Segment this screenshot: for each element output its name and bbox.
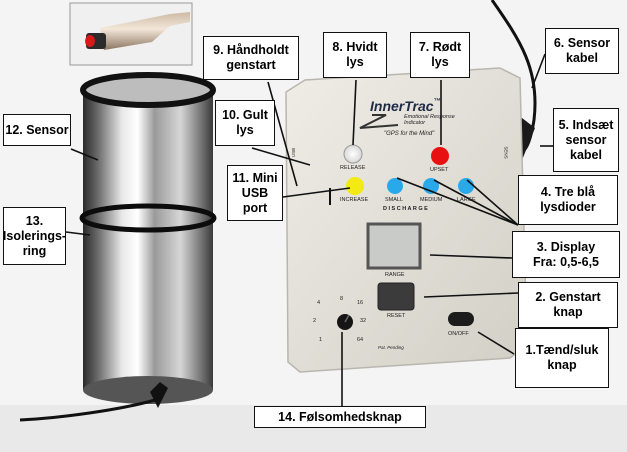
discharge-label: D I S C H A R G E — [383, 206, 428, 212]
on-off-switch[interactable] — [448, 312, 474, 326]
insulation-ring — [79, 203, 217, 233]
dial-number: 4 — [317, 300, 321, 306]
callout-reset-button: 2. Genstart knap — [518, 282, 618, 328]
callout-sensor-cable: 6. Sensor kabel — [545, 28, 619, 74]
release-label: RELEASE — [340, 165, 366, 171]
dial-number: 64 — [357, 337, 364, 343]
callout-sensor-cable-input: 5. Indsæt sensor kabel — [553, 108, 619, 172]
leader-lines — [65, 53, 553, 408]
callout-mini-usb-port: 11. Mini USB port — [227, 165, 283, 221]
callout-on-off-switch: 1.Tænd/sluk knap — [515, 328, 609, 388]
dial-number: 32 — [360, 318, 367, 324]
range-display — [366, 222, 422, 270]
blue-led-large — [458, 178, 474, 194]
callout-sensitivity-knob: 14. Følsomhedsknap — [254, 406, 426, 428]
usb-side-label: USB — [291, 147, 297, 158]
callout-handheld-restart: 9. Håndholdt genstart — [203, 36, 299, 80]
callout-display: 3. Display Fra: 0,5-6,5 — [512, 231, 620, 278]
onoff-label: ON/OFF — [448, 331, 469, 337]
handheld-restart-inset — [69, 2, 193, 66]
brand-logo: InnerTrac™ — [370, 98, 441, 114]
range-label: RANGE — [385, 272, 405, 278]
increase-label: INCREASE — [340, 197, 369, 203]
sensor-side-label: SENS — [503, 146, 509, 159]
white-led — [343, 144, 363, 164]
reset-button[interactable] — [377, 282, 415, 311]
sensor-cylinder — [19, 72, 217, 422]
upset-label: UPSET — [430, 167, 449, 173]
medium-label: MEDIUM — [420, 197, 443, 203]
large-label: LARGE — [457, 197, 476, 203]
patent-label: Pat. Pending — [378, 345, 404, 350]
dial-number: 2 — [313, 318, 317, 324]
callout-insulation-ring: 13. Isolerings- ring — [3, 207, 66, 265]
callout-white-light: 8. Hvidt lys — [323, 32, 387, 78]
callout-yellow-light: 10. Gult lys — [215, 100, 275, 146]
callout-red-light: 7. Rødt lys — [410, 32, 470, 78]
reset-label: RESET — [387, 313, 406, 319]
device-body — [285, 67, 528, 373]
dial-number: 16 — [357, 300, 364, 306]
dial-number: 8 — [340, 296, 344, 302]
yellow-led — [346, 177, 364, 195]
callout-sensor: 12. Sensor — [3, 114, 71, 146]
red-led — [431, 147, 449, 165]
dial-number: 1 — [319, 337, 323, 343]
callout-blue-leds: 4. Tre blå lysdioder — [518, 175, 618, 225]
blue-led-small — [387, 178, 403, 194]
small-label: SMALL — [385, 197, 404, 203]
brand-slogan: "GPS for the Mind" — [384, 131, 435, 137]
